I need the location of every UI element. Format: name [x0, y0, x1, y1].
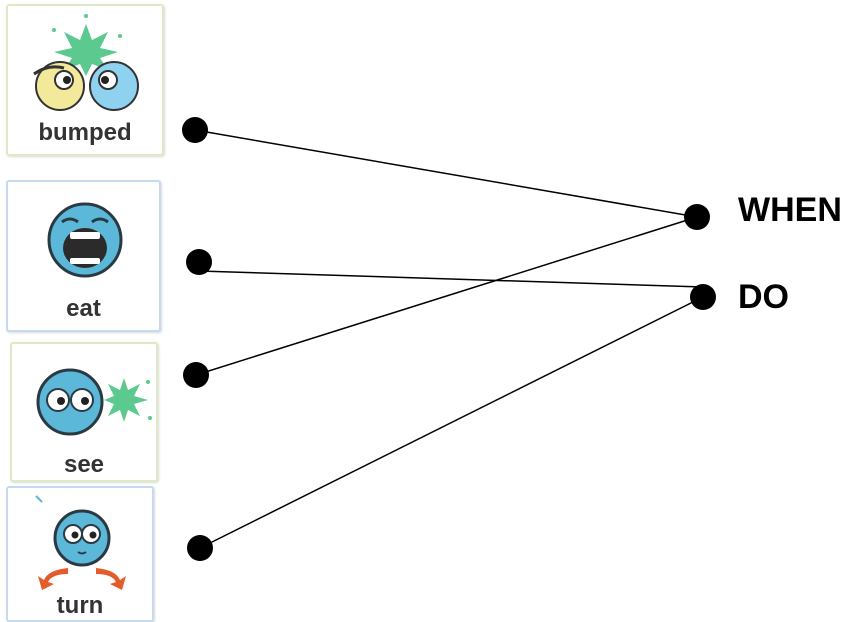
link-turn-do [199, 296, 704, 549]
eat-icon [47, 202, 123, 278]
link-eat-do [198, 270, 704, 288]
card-eat: eat [6, 180, 161, 332]
link-bumped-when [194, 129, 698, 218]
card-bumped: bumped [6, 4, 164, 156]
card-label-eat: eat [66, 295, 101, 322]
card-see: see [10, 342, 158, 482]
card-turn: turn [6, 486, 154, 622]
dot-do[interactable] [690, 284, 716, 310]
target-label-when: WHEN [738, 191, 842, 229]
dot-eat[interactable] [186, 249, 212, 275]
card-label-see: see [63, 451, 105, 478]
target-label-do: DO [738, 278, 789, 316]
card-label-turn: turn [56, 592, 104, 619]
see-icon [36, 368, 152, 436]
card-label-bumped: bumped [38, 119, 132, 146]
link-see-when [195, 216, 698, 376]
bumped-icon [33, 14, 139, 111]
dot-turn[interactable] [187, 535, 213, 561]
dot-see[interactable] [183, 362, 209, 388]
dot-bumped[interactable] [182, 117, 208, 143]
dot-when[interactable] [684, 204, 710, 230]
turn-icon [35, 495, 126, 590]
